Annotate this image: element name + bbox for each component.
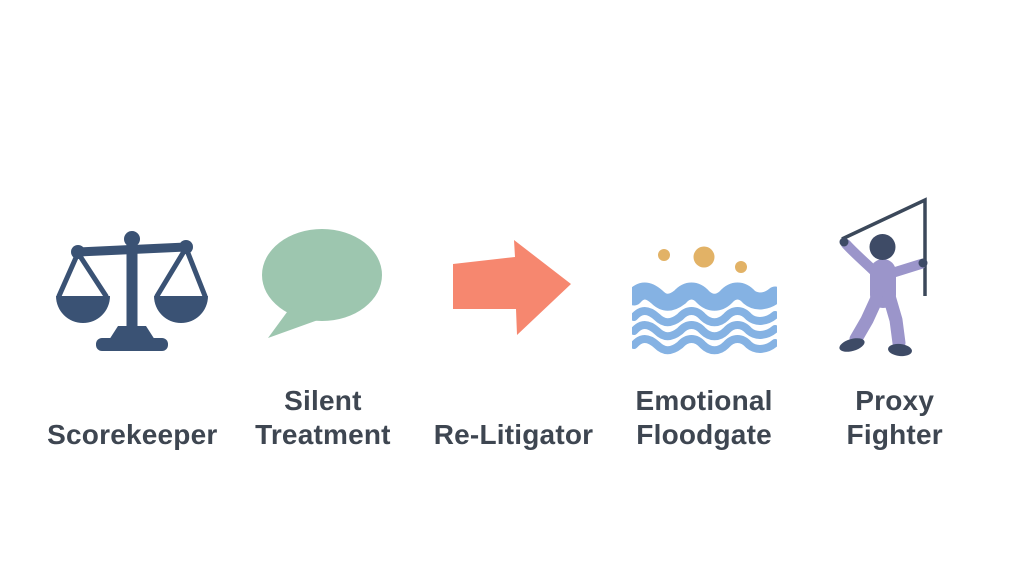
person-with-stick-icon <box>839 197 928 357</box>
item-label: Silent Treatment <box>218 360 428 452</box>
icon-box <box>609 195 800 360</box>
item-label: Proxy Fighter <box>790 360 1000 452</box>
label-line-1: Re-Litigator <box>433 419 594 450</box>
label-line-1: Silent <box>284 385 362 416</box>
speech-bubble-icon <box>262 229 383 338</box>
item-emotional-floodgate: Emotional Floodgate <box>609 195 800 452</box>
item-scorekeeper: Scorekeeper <box>37 195 228 452</box>
waves-icon <box>631 246 777 355</box>
icon-box <box>228 195 419 360</box>
item-proxy-fighter: Proxy Fighter <box>799 195 990 452</box>
item-silent-treatment: Silent Treatment <box>228 195 419 452</box>
label-line-1: Proxy <box>855 385 935 416</box>
label-line-2: Floodgate <box>636 419 772 450</box>
infographic-row: Scorekeeper Silent Treatment Re-Litiga <box>37 195 990 452</box>
label-line-1: Scorekeeper <box>47 419 218 450</box>
icon-box <box>37 195 228 360</box>
item-re-litigator: Re-Litigator <box>418 195 609 452</box>
item-label: Scorekeeper <box>27 360 237 452</box>
icon-box <box>799 195 990 360</box>
scales-icon <box>56 231 209 351</box>
item-label: Emotional Floodgate <box>599 360 809 452</box>
label-line-1: Emotional <box>635 385 773 416</box>
icon-box <box>418 195 609 360</box>
arrow-right-icon <box>453 240 572 335</box>
label-line-2: Treatment <box>255 419 391 450</box>
label-line-2: Fighter <box>846 419 943 450</box>
item-label: Re-Litigator <box>409 360 619 452</box>
